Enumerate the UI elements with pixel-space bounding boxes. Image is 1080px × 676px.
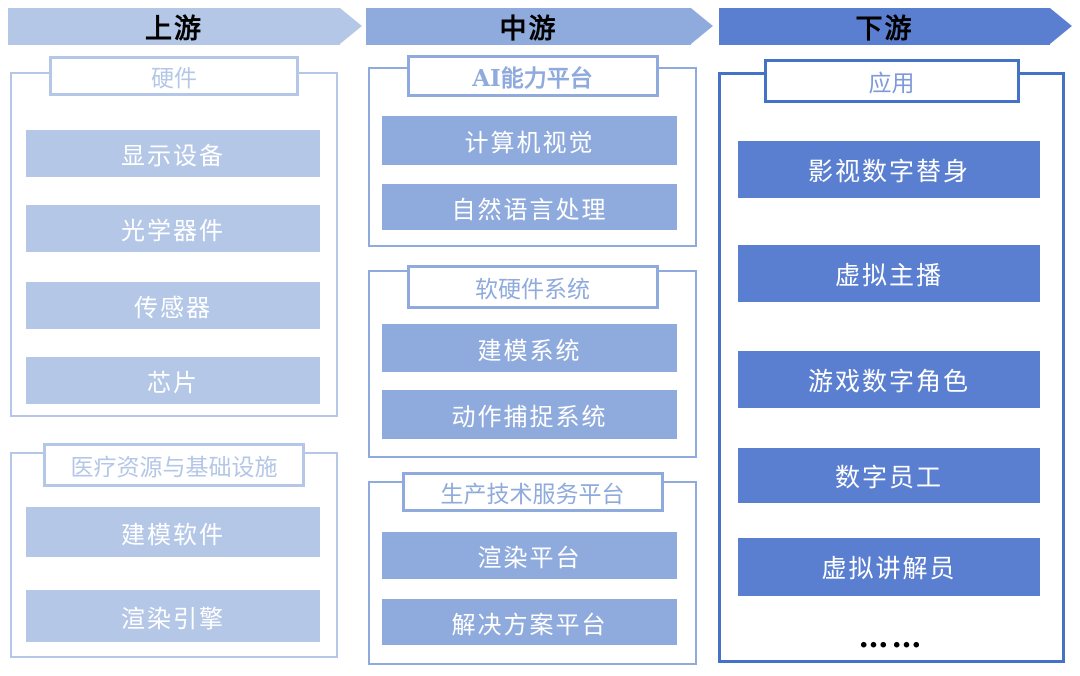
stage-arrow-upstream: 上游	[8, 8, 362, 45]
item-chips: 芯片	[26, 357, 320, 404]
group-title-production-tech-service-platform: 生产技术服务平台	[401, 472, 664, 512]
item-modeling-software: 建模软件	[26, 507, 320, 557]
item-virtual-anchor: 虚拟主播	[738, 245, 1040, 302]
item-motion-capture-system: 动作捕捉系统	[382, 390, 677, 439]
item-nlp: 自然语言处理	[382, 184, 677, 230]
stage-arrow-midstream: 中游	[366, 8, 713, 45]
group-resources-infrastructure: 医疗资源与基础设施 建模软件 渲染引擎	[10, 443, 338, 658]
item-rendering-platform: 渲染平台	[382, 532, 677, 579]
item-film-digital-double: 影视数字替身	[738, 141, 1040, 198]
arrow-banner: 上游	[8, 8, 340, 45]
group-title-applications: 应用	[763, 59, 1020, 103]
item-optical-components: 光学器件	[26, 205, 320, 252]
item-sensors: 传感器	[26, 282, 320, 329]
arrow-banner: 中游	[366, 8, 691, 45]
item-modeling-system: 建模系统	[382, 324, 677, 372]
group-production-tech-service-platform: 生产技术服务平台 渲染平台 解决方案平台	[368, 472, 697, 665]
item-rendering-engine: 渲染引擎	[26, 590, 320, 642]
stage-label-downstream: 下游	[855, 14, 914, 45]
group-title-software-hardware-systems: 软硬件系统	[406, 265, 659, 309]
item-virtual-presenter: 虚拟讲解员	[738, 538, 1040, 596]
item-game-digital-character: 游戏数字角色	[738, 351, 1040, 408]
arrow-right-icon	[1050, 8, 1072, 44]
item-digital-employee: 数字员工	[738, 448, 1040, 503]
item-display-devices: 显示设备	[26, 130, 320, 177]
group-applications: 应用 影视数字替身 虚拟主播 游戏数字角色 数字员工 虚拟讲解员 ……	[718, 59, 1065, 663]
ellipsis-more: ……	[858, 620, 925, 655]
stage-label-midstream: 中游	[499, 14, 558, 45]
item-solution-platform: 解决方案平台	[382, 599, 677, 645]
group-hardware: 硬件 显示设备 光学器件 传感器 芯片	[10, 56, 338, 417]
group-title-resources-infrastructure: 医疗资源与基础设施	[43, 443, 305, 487]
group-title-hardware: 硬件	[49, 56, 299, 96]
stage-arrow-downstream: 下游	[719, 8, 1072, 45]
arrow-right-icon	[691, 8, 713, 44]
group-ai-capability-platform: AI能力平台 计算机视觉 自然语言处理	[368, 55, 697, 247]
stage-label-upstream: 上游	[145, 14, 203, 45]
group-title-ai-capability-platform: AI能力平台	[406, 55, 659, 97]
item-computer-vision: 计算机视觉	[382, 116, 677, 165]
arrow-banner: 下游	[719, 8, 1050, 45]
group-software-hardware-systems: 软硬件系统 建模系统 动作捕捉系统	[368, 265, 697, 458]
arrow-right-icon	[340, 8, 362, 44]
